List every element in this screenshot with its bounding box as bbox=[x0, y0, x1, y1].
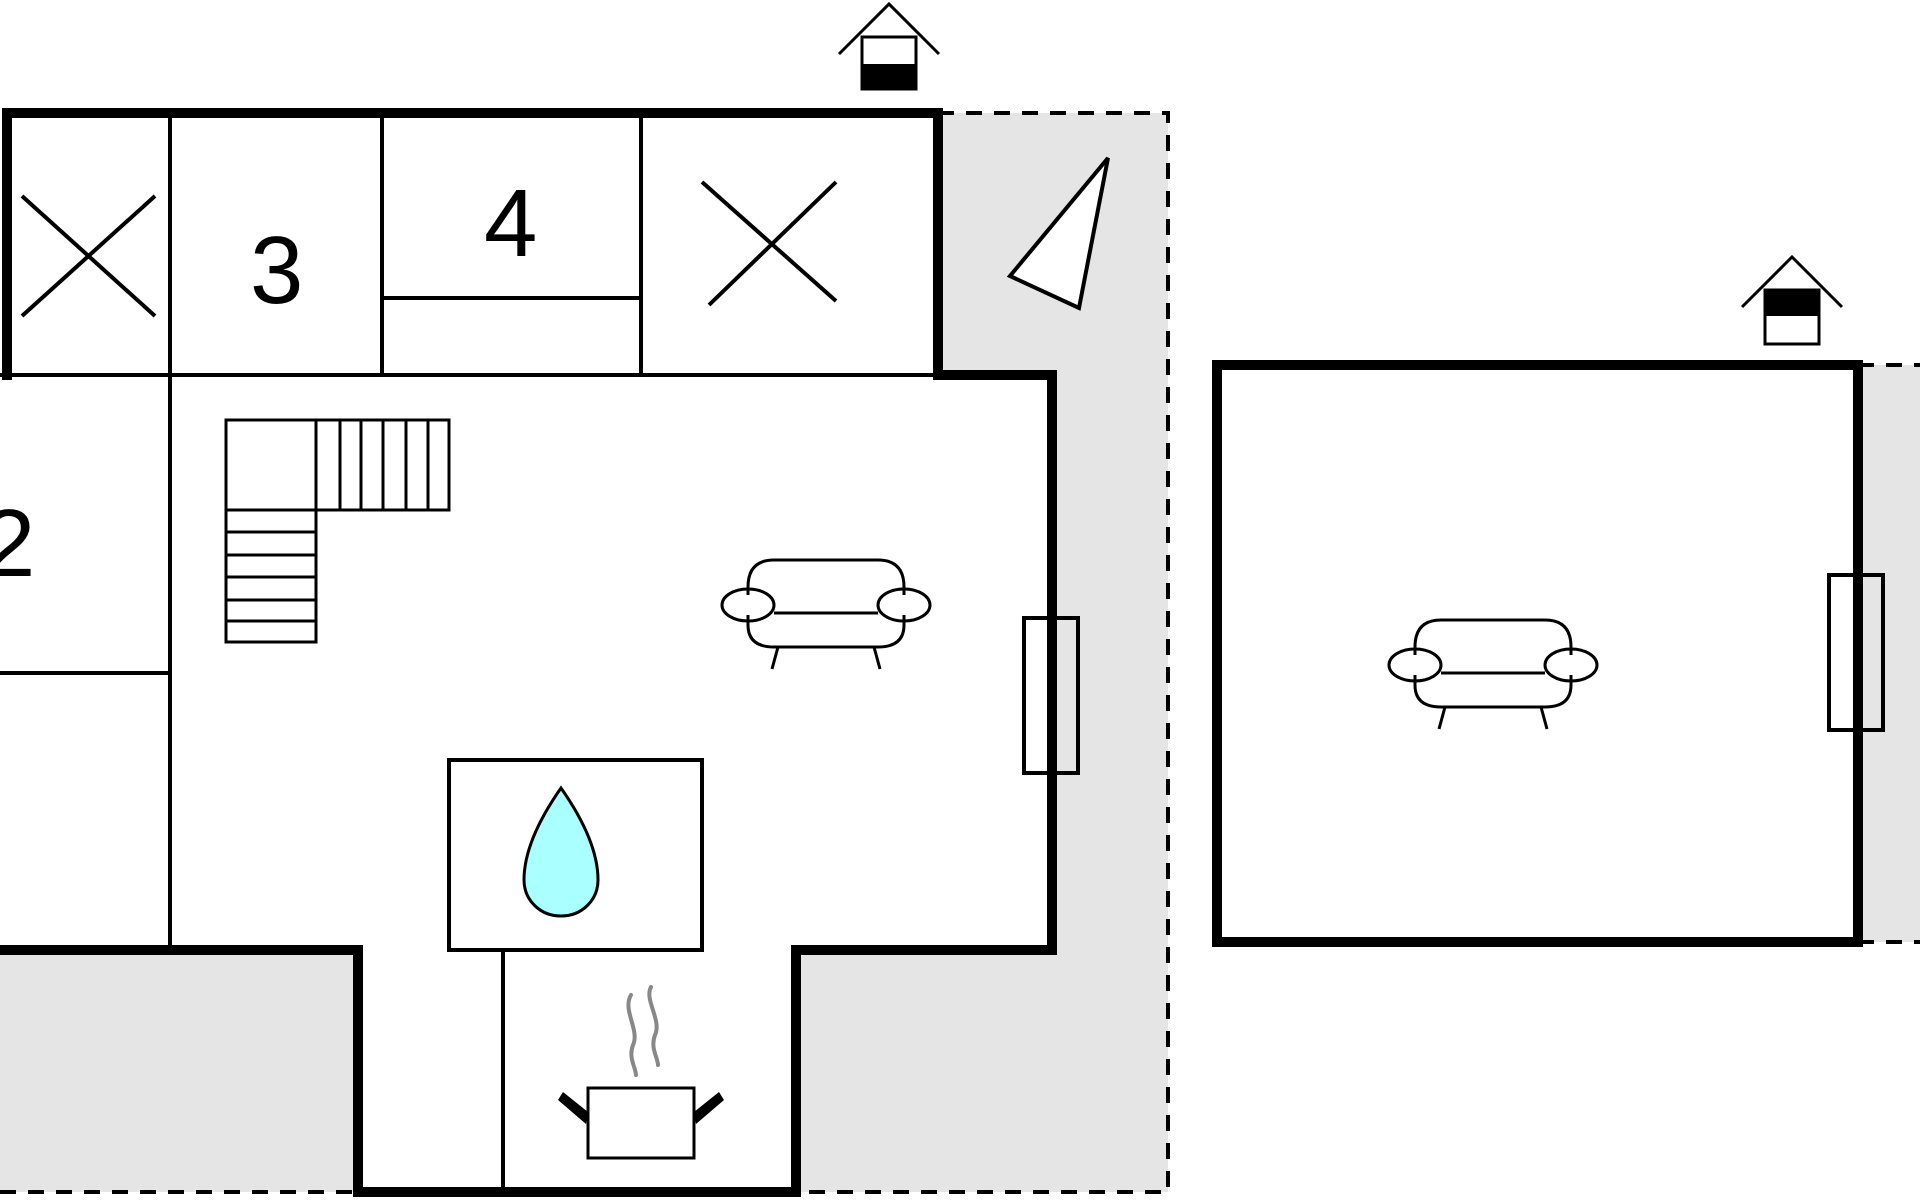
entrance-icon bbox=[1740, 254, 1844, 346]
interior-walls bbox=[0, 113, 938, 1192]
toilet-x-icon bbox=[20, 194, 157, 318]
annex-building-walls bbox=[1212, 360, 1863, 947]
terrace-boundary-annex bbox=[1858, 363, 1920, 944]
room-label-3: 3 bbox=[250, 217, 303, 324]
stairs-icon bbox=[224, 418, 451, 644]
window-icon bbox=[1827, 573, 1885, 732]
sofa-icon bbox=[1387, 618, 1599, 730]
room-label-2: 2 bbox=[0, 490, 35, 597]
terrace-triangle-icon bbox=[1006, 156, 1110, 311]
entrance-icon bbox=[837, 1, 941, 91]
terrace-annex bbox=[1858, 365, 1920, 942]
main-house-walls bbox=[0, 108, 1057, 1197]
sofa-icon bbox=[720, 558, 932, 670]
terrace-boundary-main bbox=[0, 111, 1170, 1194]
terrace-main bbox=[0, 113, 1168, 1192]
cooking-pot-icon bbox=[558, 985, 724, 1160]
window-icon bbox=[1022, 616, 1080, 775]
toilet-x-icon bbox=[700, 180, 838, 307]
water-drop-icon bbox=[522, 785, 600, 918]
room-label-4: 4 bbox=[484, 170, 537, 277]
